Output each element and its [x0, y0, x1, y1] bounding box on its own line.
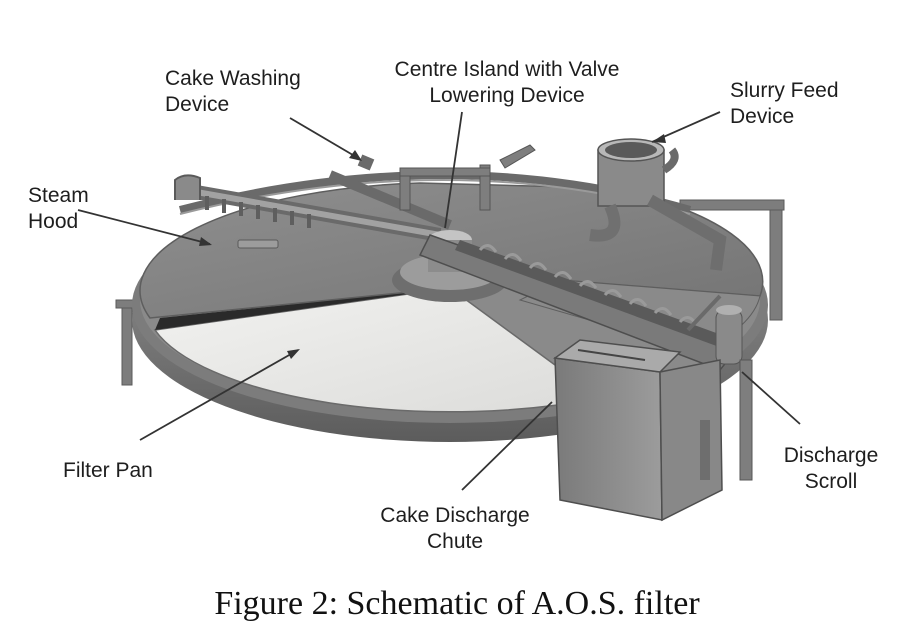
steam-hood-line-2: Hood — [28, 210, 79, 233]
cake-washing-line-2: Device — [165, 93, 230, 116]
discharge-scroll-line-2: Scroll — [804, 470, 858, 493]
cake-discharge-line-2: Chute — [426, 530, 484, 553]
slurry-feed-line-1: Slurry Feed — [730, 79, 839, 102]
filter-pan-edge — [155, 288, 450, 330]
steam-hood-coil — [174, 174, 201, 200]
filter-pan-text: Filter Pan — [63, 459, 153, 482]
centre-island-line-1: Centre Island with Valve — [394, 58, 620, 81]
filter-pan-label: Filter Pan — [63, 458, 153, 484]
slurry-feed-device — [589, 138, 727, 271]
cake-washing-label: Cake Washing Device — [165, 66, 301, 118]
slurry-feed-label: Slurry Feed Device — [730, 78, 839, 130]
leader-arrowheads — [199, 134, 666, 359]
cake-washing-pipes — [183, 154, 452, 242]
leader-lines — [77, 111, 801, 491]
cake-washing-line-1: Cake Washing — [165, 67, 301, 90]
hood-handle — [237, 239, 279, 249]
discharge-scroll-label: Discharge Scroll — [770, 443, 892, 495]
steam-hood-label: Steam Hood — [28, 183, 89, 235]
scroll-flights — [478, 244, 698, 325]
valve-lowering-frame — [399, 144, 536, 211]
filter-pan-surface — [153, 287, 602, 413]
cake-discharge-chute — [553, 339, 753, 522]
nozzle-row — [205, 196, 311, 228]
centre-island-line-2: Lowering Device — [429, 84, 585, 107]
slurry-feed-line-2: Device — [730, 105, 795, 128]
cake-discharge-line-1: Cake Discharge — [380, 504, 530, 527]
cake-discharge-label: Cake Discharge Chute — [360, 503, 550, 555]
filter-diagram — [77, 111, 801, 522]
figure-caption: Figure 2: Schematic of A.O.S. filter — [214, 585, 700, 622]
discharge-scroll-line-1: Discharge — [783, 444, 879, 467]
centre-island-label: Centre Island with Valve Lowering Device — [372, 57, 642, 109]
scroll-motor — [686, 294, 743, 365]
steam-hood-line-1: Steam — [28, 184, 89, 207]
